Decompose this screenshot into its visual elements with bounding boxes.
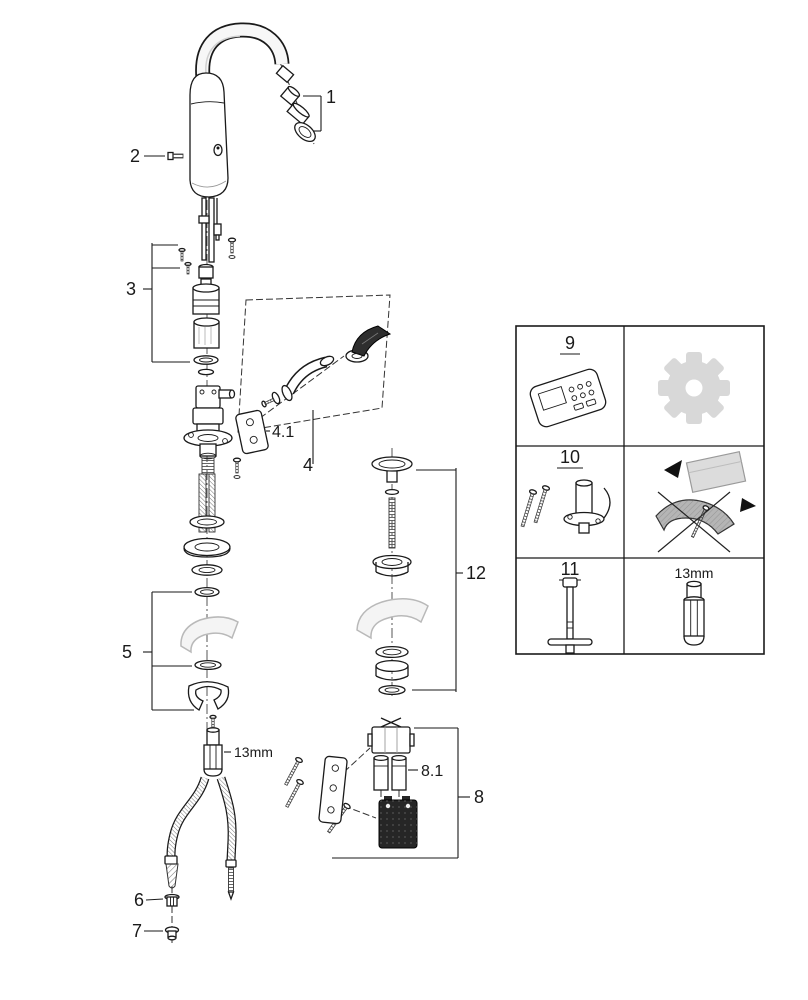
- part-label-6: 6: [134, 890, 144, 910]
- socket-size-label-grid: 13mm: [675, 565, 714, 581]
- arrow-icon: [664, 460, 682, 478]
- gear-icon: [658, 352, 730, 424]
- battery-box: [378, 796, 418, 849]
- plug-part7: [144, 926, 180, 941]
- cell-socket-tool-part11: [547, 577, 593, 654]
- service-parts-grid: 9: [515, 325, 765, 655]
- cell-extractor-tool: [655, 451, 756, 553]
- set-screw-part2: [144, 151, 184, 161]
- part-label-4-1: 4.1: [272, 424, 294, 441]
- washer-stack: [183, 515, 231, 598]
- control-box-assembly-part8: [284, 717, 470, 859]
- cell-remote-part9: [529, 353, 607, 428]
- wall-bracket: [318, 755, 348, 825]
- aerator-parts-part1: [279, 85, 322, 143]
- socket-13mm-main: [203, 727, 231, 777]
- drain-assembly-part12: [356, 456, 463, 696]
- socket-size-label-main: 13mm: [234, 744, 273, 760]
- part-label-8: 8: [474, 787, 484, 807]
- mounting-body: [183, 385, 236, 533]
- strainer: [165, 863, 179, 889]
- part-label-8-1: 8.1: [421, 763, 443, 780]
- side-spray-assembly-part4: [235, 294, 392, 464]
- sensor-window-icon: [213, 143, 223, 157]
- mounting-plate-part4-1: [235, 409, 269, 455]
- part-label-10: 10: [560, 447, 580, 467]
- part-label-9: 9: [565, 333, 575, 353]
- part-label-5: 5: [122, 642, 132, 662]
- battery-pair-part8-1: [373, 754, 407, 791]
- part-label-7: 7: [132, 921, 142, 941]
- cell-socket-13mm: [683, 580, 705, 646]
- small-screws: [178, 237, 242, 479]
- faucet-body: [189, 72, 229, 198]
- part-label-1: 1: [326, 87, 336, 107]
- part-label-3: 3: [126, 279, 136, 299]
- lever-handle: [345, 325, 392, 363]
- arrow-icon: [740, 498, 756, 512]
- part-label-2: 2: [130, 146, 140, 166]
- cell-mounting-tool-part10: [520, 467, 611, 534]
- valve-unit: [367, 717, 415, 754]
- part-label-4: 4: [303, 455, 313, 475]
- part-label-12: 12: [466, 563, 486, 583]
- nut-part6: [145, 893, 180, 907]
- connection-tubes: [198, 197, 222, 263]
- supply-hoses: [164, 776, 237, 901]
- faucet-spout: [195, 22, 295, 84]
- part-label-11: 11: [561, 559, 580, 579]
- escutcheon-group-part5: [143, 591, 239, 728]
- cartridge-stack-part3: [143, 243, 220, 376]
